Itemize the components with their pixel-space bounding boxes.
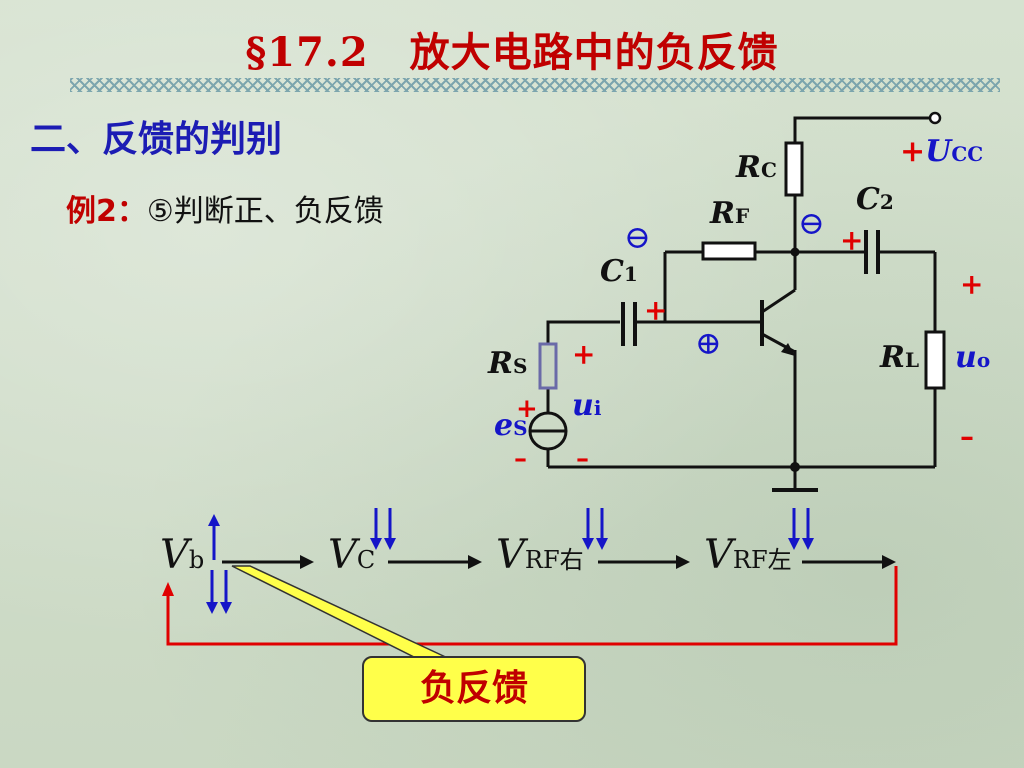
polarity-source-plus: +: [516, 394, 538, 424]
blue-arrow-heads: [206, 514, 814, 614]
flow-vc: VC: [328, 532, 376, 578]
feedback-loop: [166, 566, 898, 646]
polarity-input-minus: –: [576, 444, 589, 474]
feedback-arrow-icon: [162, 582, 174, 596]
capacitor-c1: [621, 302, 637, 346]
blue-arrows: [210, 508, 810, 606]
node-ground: [790, 462, 800, 472]
polarity-base-minus-circle: ⊖: [624, 218, 651, 256]
label-rc: RC: [736, 150, 777, 185]
section-heading: 二、反馈的判别: [30, 119, 283, 160]
flow-vrf-left: VRF左: [704, 532, 792, 578]
emitter-arrow-icon: [781, 343, 795, 356]
node-collector: [790, 247, 800, 257]
wire-rs-top: [546, 320, 620, 344]
arrow-down-icon: [384, 538, 396, 550]
label-uo: uo: [955, 340, 991, 375]
polarity-base-plus-circle: ⊕: [695, 324, 722, 362]
resistor-rf: [701, 241, 757, 261]
arrow-down-icon: [596, 538, 608, 550]
flow-vrf-right: VRF右: [496, 532, 584, 578]
resistor-rc: [784, 141, 804, 197]
label-ucc: +UCC: [900, 134, 984, 169]
resistor-rl: [924, 330, 946, 390]
capacitor-c2: [864, 230, 880, 274]
arrow-down-icon: [220, 602, 232, 614]
example-text: ⑤判断正、负反馈: [146, 194, 384, 229]
polarity-c2-plus: +: [840, 224, 864, 257]
vcc-terminal: [928, 111, 942, 125]
wire-vcc: [793, 116, 930, 150]
label-c2: C2: [856, 182, 894, 217]
label-ui: ui: [572, 388, 602, 423]
polarity-source-minus: –: [514, 444, 527, 474]
title-divider: [70, 78, 1000, 92]
arrow-up-icon: [208, 514, 220, 526]
polarity-input-plus: +: [572, 338, 596, 371]
arrow-head-icon: [676, 555, 690, 569]
arrow-down-icon: [802, 538, 814, 550]
arrow-head-icon: [468, 555, 482, 569]
callout-pointer: [231, 565, 453, 661]
example-lead: 例2：: [66, 194, 147, 229]
arrow-head-icon: [300, 555, 314, 569]
label-rf: RF: [710, 196, 750, 231]
polarity-output-plus: +: [960, 268, 984, 301]
label-es: eS: [494, 408, 528, 443]
example-line: 例2：⑤判断正、负反馈: [66, 186, 384, 230]
label-rl: RL: [880, 340, 919, 375]
polarity-collector-minus-circle: ⊖: [798, 204, 825, 242]
resistor-rs: [538, 342, 558, 390]
arrow-down-icon: [370, 538, 382, 550]
transistor-collector: [761, 288, 796, 314]
label-rs: RS: [488, 346, 528, 381]
arrow-down-icon: [582, 538, 594, 550]
polarity-output-minus: –: [960, 420, 974, 453]
arrow-down-icon: [788, 538, 800, 550]
polarity-c1-plus: +: [644, 294, 668, 327]
arrow-down-icon: [206, 602, 218, 614]
label-c1: C1: [600, 254, 638, 289]
slide-title: §17.2 放大电路中的负反馈: [245, 29, 779, 76]
flow-vb: Vb: [160, 532, 205, 578]
arrow-head-icon: [882, 555, 896, 569]
result-callout: 负反馈: [362, 656, 586, 722]
